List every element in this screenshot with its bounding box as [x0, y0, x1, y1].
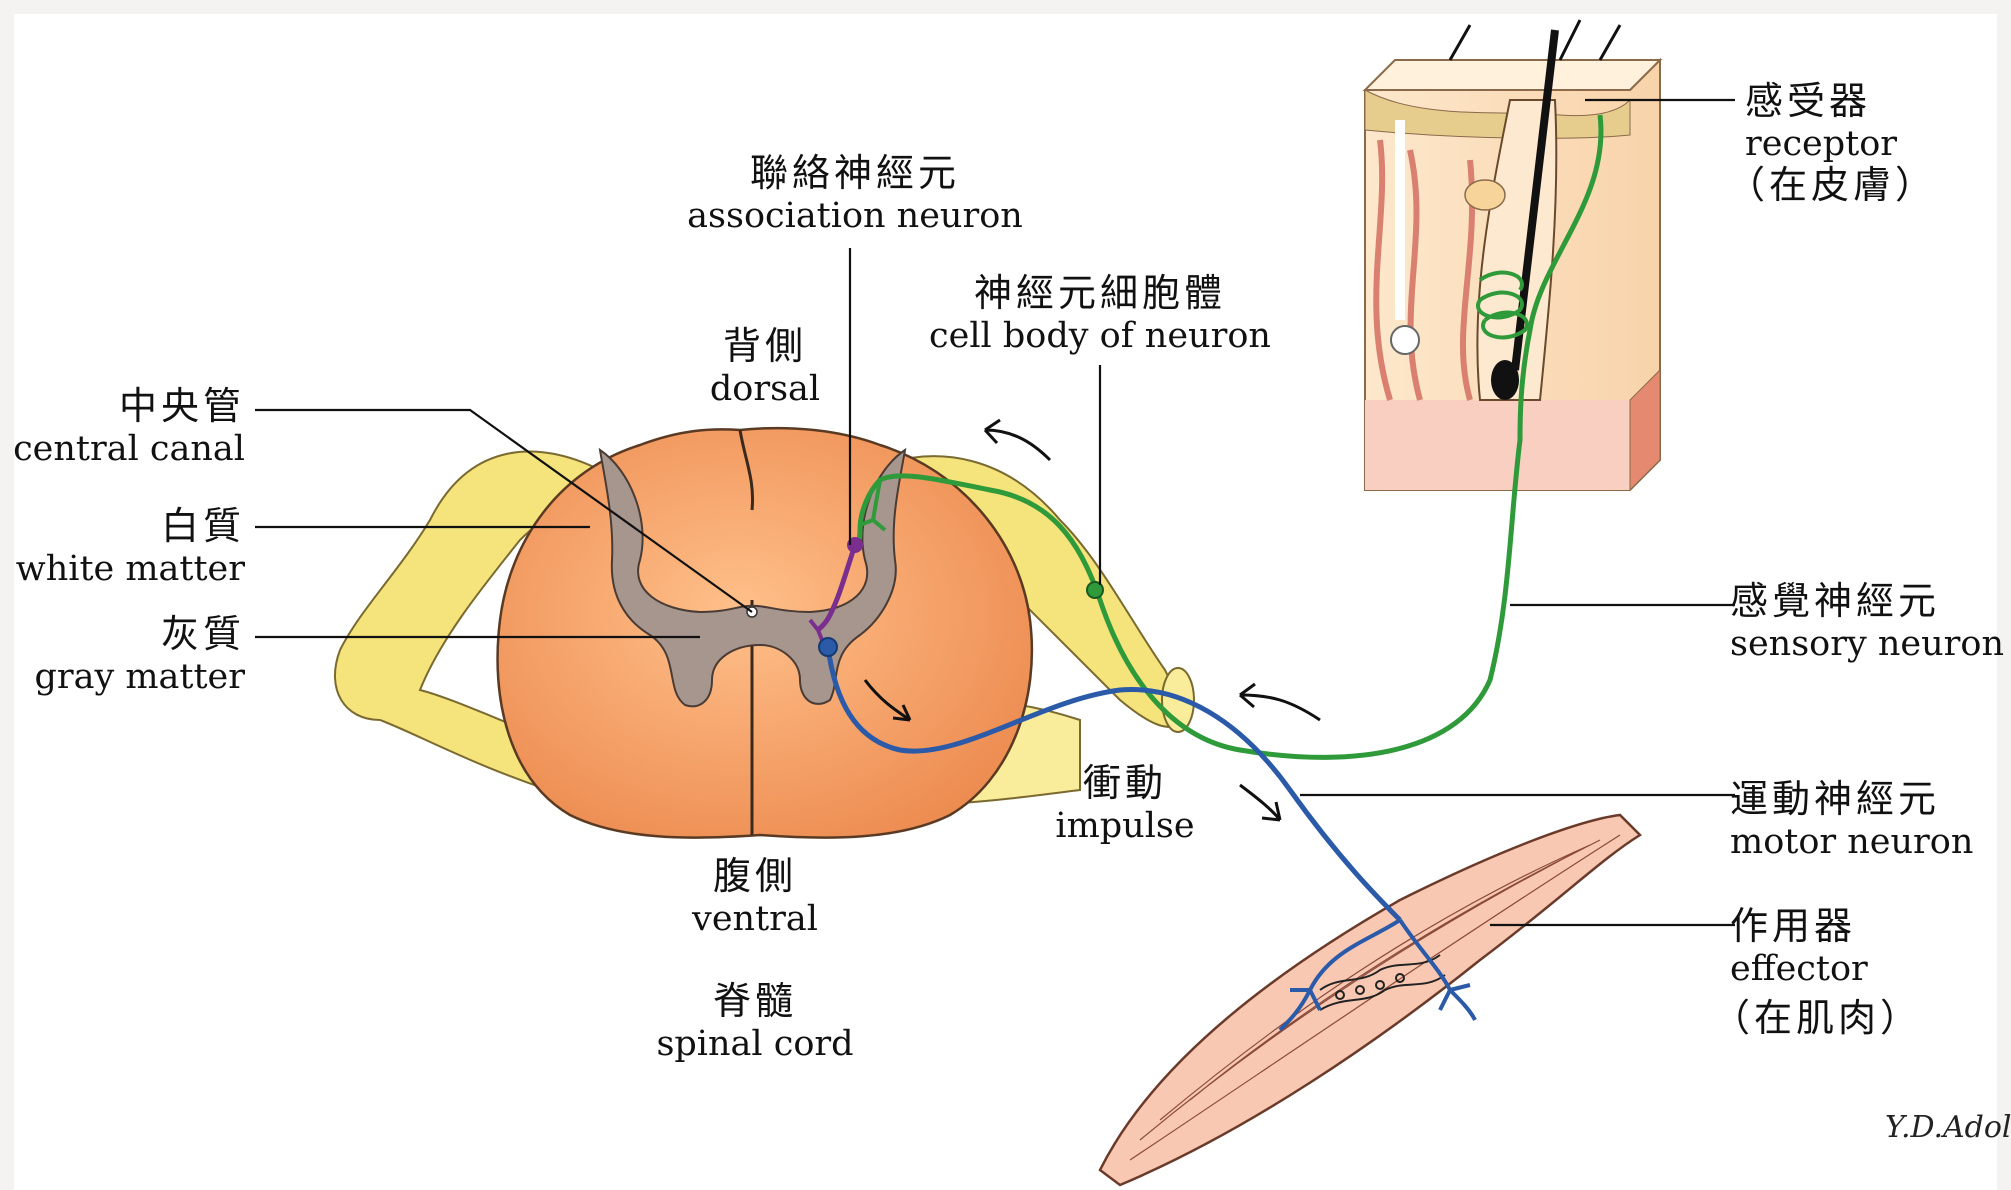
effector-note: （在肌肉） [1712, 997, 2000, 1041]
spinal-cord-label: 脊髓 spinal cord [640, 980, 870, 1064]
central-canal-label: 中央管 central canal [10, 385, 245, 469]
spinal-cord-zh: 脊髓 [640, 980, 870, 1024]
dorsal-label: 背側 dorsal [680, 325, 850, 409]
sensory-neuron-zh: 感覺神經元 [1730, 580, 2000, 624]
receptor-zh: 感受器 [1745, 80, 1985, 124]
effector-zh: 作用器 [1730, 905, 2000, 949]
effector-en: effector [1730, 949, 2000, 989]
ventral-label: 腹側 ventral [665, 855, 845, 939]
receptor-label: 感受器 receptor （在皮膚） [1745, 80, 1985, 208]
motor-neuron-zh: 運動神經元 [1730, 778, 2000, 822]
cell-body-label: 神經元細胞體 cell body of neuron [900, 272, 1300, 356]
skin-block [1365, 20, 1660, 490]
white-matter-label: 白質 white matter [10, 505, 245, 589]
muscle [1100, 815, 1640, 1185]
gray-matter-label: 灰質 gray matter [10, 613, 245, 697]
receptor-note: （在皮膚） [1727, 164, 1985, 208]
association-neuron-label: 聯絡神經元 association neuron [660, 152, 1050, 236]
dorsal-zh: 背側 [680, 325, 850, 369]
central-canal-en: central canal [10, 429, 245, 469]
gray-matter-zh: 灰質 [10, 613, 245, 657]
impulse-label: 衝動 impulse [1040, 762, 1210, 846]
motor-neuron-label: 運動神經元 motor neuron [1730, 778, 2000, 862]
association-neuron-en: association neuron [660, 196, 1050, 236]
impulse-en: impulse [1040, 806, 1210, 846]
impulse-zh: 衝動 [1040, 762, 1210, 806]
sensory-neuron-label: 感覺神經元 sensory neuron [1730, 580, 2000, 664]
sensory-neuron-en: sensory neuron [1730, 624, 2000, 664]
receptor-en: receptor [1745, 124, 1985, 164]
ventral-zh: 腹側 [665, 855, 845, 899]
white-matter-zh: 白質 [10, 505, 245, 549]
artist-signature: Y.D.Adolph [1885, 1110, 2011, 1145]
gray-matter-en: gray matter [10, 657, 245, 697]
spinal-cord-section [498, 428, 1032, 837]
effector-label: 作用器 effector （在肌肉） [1730, 905, 2000, 1041]
dorsal-en: dorsal [680, 369, 850, 409]
spinal-cord-en: spinal cord [640, 1024, 870, 1064]
motor-cell-body [819, 638, 837, 656]
cell-body-zh: 神經元細胞體 [900, 272, 1300, 316]
ventral-en: ventral [665, 899, 845, 939]
motor-neuron-en: motor neuron [1730, 822, 2000, 862]
central-canal-zh: 中央管 [10, 385, 245, 429]
cell-body-en: cell body of neuron [900, 316, 1300, 356]
association-neuron-zh: 聯絡神經元 [660, 152, 1050, 196]
white-matter-en: white matter [10, 549, 245, 589]
